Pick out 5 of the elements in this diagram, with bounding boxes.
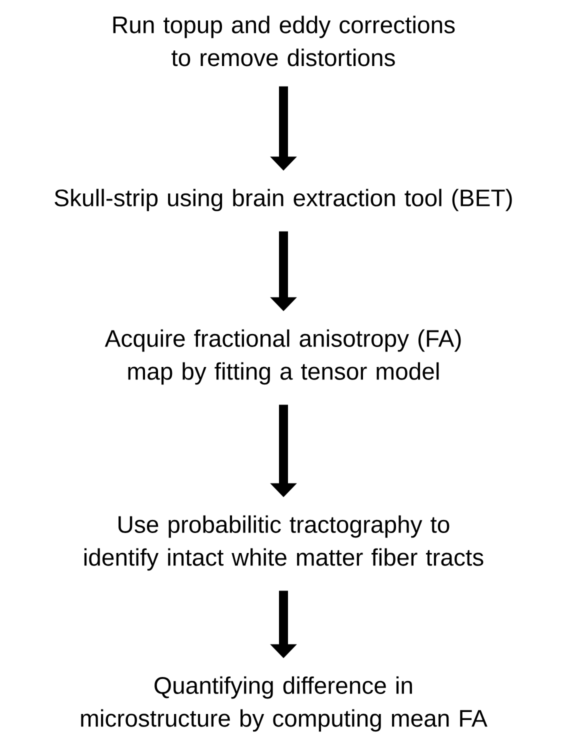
step-text: Acquire fractional anisotropy (FA) map by fitting a tensor model — [104, 329, 461, 385]
step-text: Quantifying difference in microstructure by computing mean FA — [81, 676, 488, 732]
step-text: Run topup and eddy corrections to remove distortions — [113, 16, 455, 66]
step-text: Use probabilitic tractography to identify intact white matter fiber tracts — [84, 515, 484, 571]
step-text: Skull-strip using brain extraction tool (BET) — [54, 188, 512, 212]
